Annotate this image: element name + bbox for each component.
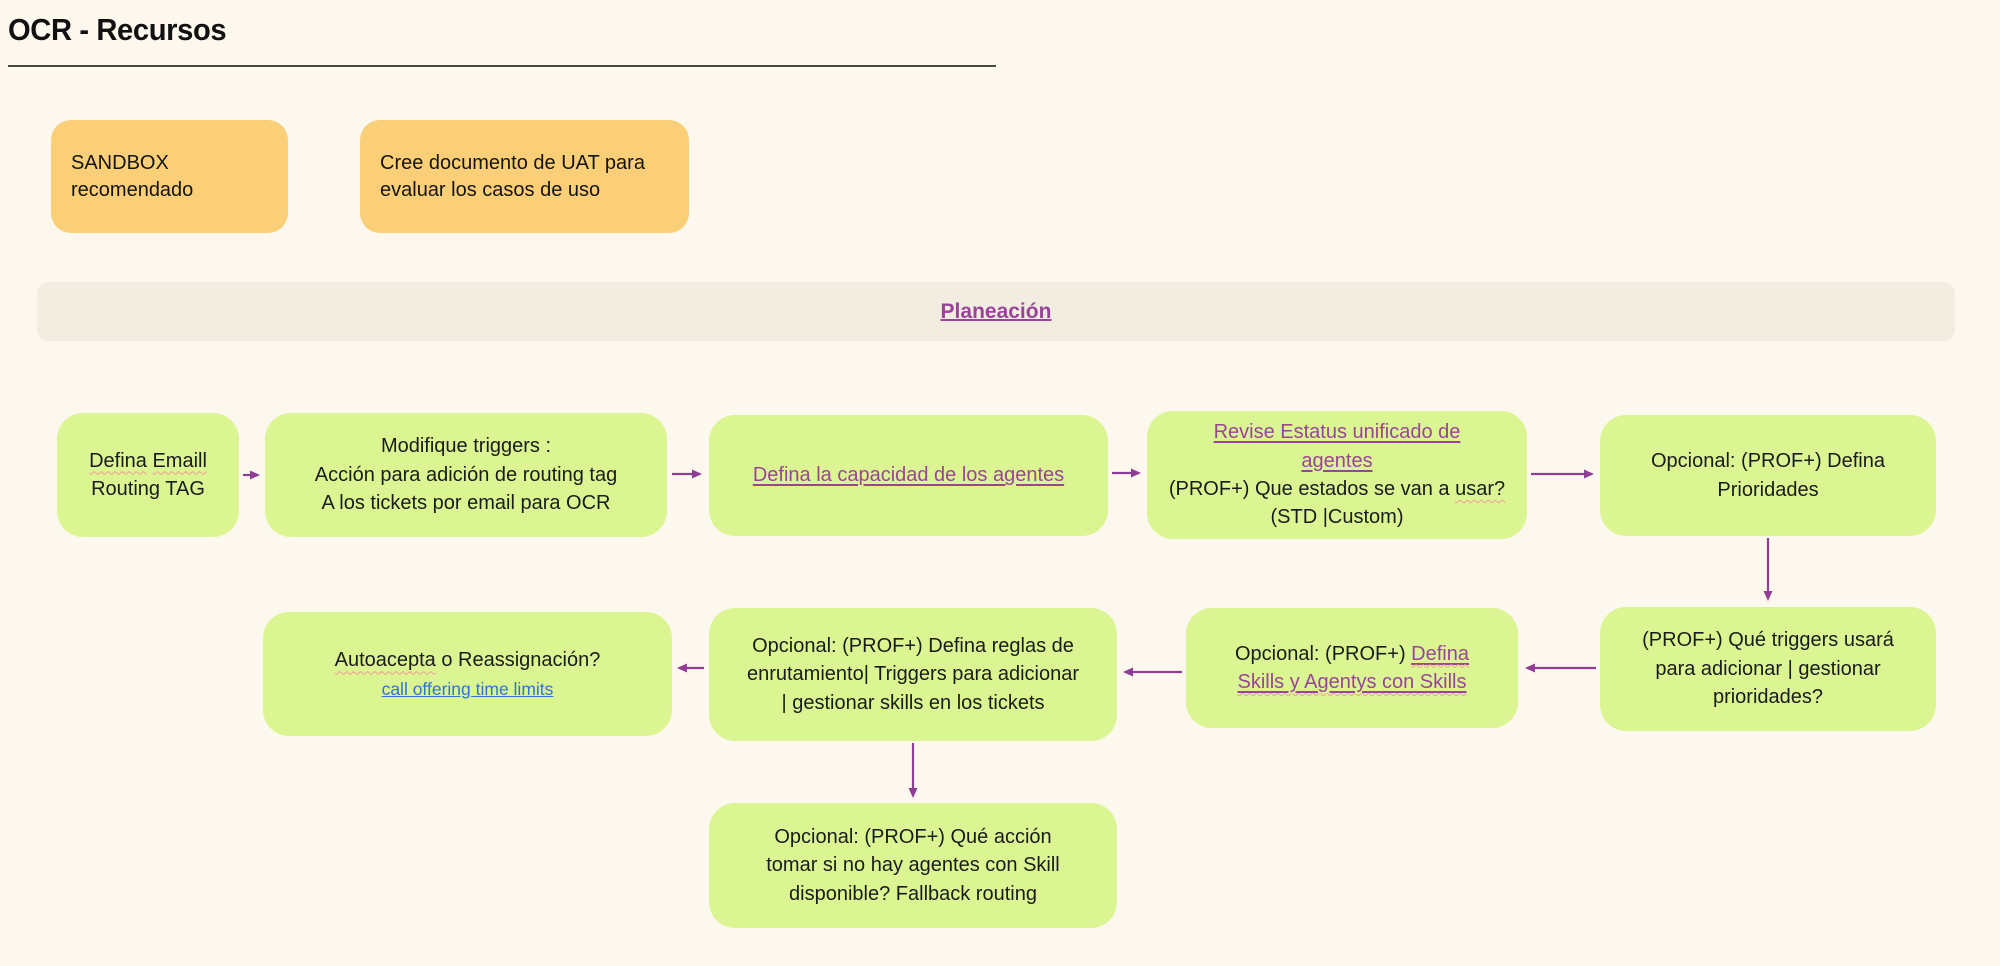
call-offering-time-limits-link[interactable]: call offering time limits bbox=[381, 678, 554, 699]
flow-box-text: Defina Emaill Routing TAG bbox=[89, 449, 207, 500]
flow-box-text: A los tickets por email para OCR bbox=[321, 492, 611, 515]
flow-box-defina-skills[interactable]: Opcional: (PROF+) Defina Skills y Agenty… bbox=[1186, 608, 1518, 728]
flow-box-reglas-enrutamiento[interactable]: Opcional: (PROF+) Defina reglas de enrut… bbox=[709, 608, 1117, 741]
flow-box-text: (PROF+) Qué triggers usará para adiciona… bbox=[1642, 629, 1894, 709]
title-underline bbox=[8, 65, 996, 67]
flow-box-capacidad-agentes[interactable]: Defina la capacidad de los agentes bbox=[709, 415, 1108, 536]
flow-box-text: Opcional: (PROF+) Defina reglas de enrut… bbox=[746, 634, 1080, 714]
flow-box-triggers-prioridades[interactable]: (PROF+) Qué triggers usará para adiciona… bbox=[1600, 607, 1936, 731]
flow-box-autoacepta[interactable]: Autoacepta o Reassignación? call offerin… bbox=[263, 612, 672, 736]
flow-box-text: Acción para adición de routing tag bbox=[314, 463, 618, 486]
flow-box-modifique-triggers[interactable]: Modifique triggers : Acción para adición… bbox=[265, 413, 667, 537]
flow-box-text: Modifique triggers : bbox=[380, 435, 552, 458]
sticky-note-text: Cree documento de UAT para evaluar los c… bbox=[380, 151, 645, 201]
flow-box-defina-email-routing-tag[interactable]: Defina Emaill Routing TAG bbox=[57, 413, 239, 537]
flow-box-fallback-routing[interactable]: Opcional: (PROF+) Qué acción tomar si no… bbox=[709, 803, 1117, 928]
defina-skills-link[interactable]: Defina Skills y Agentys con Skills bbox=[1237, 642, 1469, 693]
sticky-note-text: SANDBOX recomendado bbox=[71, 151, 194, 201]
revise-estatus-link[interactable]: Revise Estatus unificado de agentes bbox=[1213, 421, 1461, 472]
section-bar-planeacion[interactable]: Planeación bbox=[37, 282, 1955, 341]
flow-box-text: Opcional: (PROF+) Defina Skills y Agenty… bbox=[1235, 642, 1469, 693]
flow-box-estatus-unificado[interactable]: Revise Estatus unificado de agentes (PRO… bbox=[1147, 411, 1527, 539]
sticky-note-sandbox[interactable]: SANDBOX recomendado bbox=[51, 120, 288, 233]
flow-box-text: Opcional: (PROF+) Defina Prioridades bbox=[1651, 450, 1885, 501]
sticky-note-uat[interactable]: Cree documento de UAT para evaluar los c… bbox=[360, 120, 689, 233]
capacidad-agentes-link[interactable]: Defina la capacidad de los agentes bbox=[752, 464, 1065, 487]
page-title: OCR - Recursos bbox=[8, 12, 227, 47]
flow-box-defina-prioridades[interactable]: Opcional: (PROF+) Defina Prioridades bbox=[1600, 415, 1936, 536]
flow-box-text: Opcional: (PROF+) Qué acción tomar si no… bbox=[766, 825, 1060, 905]
flow-box-text: (PROF+) Que estados se van a usar? (STD … bbox=[1168, 478, 1506, 529]
flow-box-text: Autoacepta o Reassignación? bbox=[334, 649, 601, 672]
section-link-planeacion[interactable]: Planeación bbox=[940, 299, 1052, 323]
